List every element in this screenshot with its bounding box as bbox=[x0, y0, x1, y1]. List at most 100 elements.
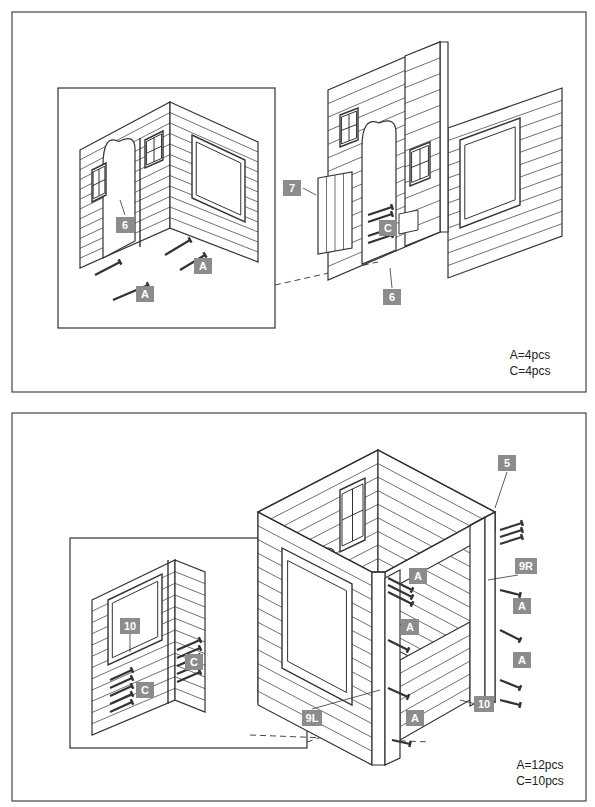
callout-number: 10 bbox=[120, 618, 140, 634]
corner-post bbox=[440, 42, 448, 232]
plank-line bbox=[258, 677, 372, 737]
post-9L bbox=[385, 570, 400, 765]
window-bar bbox=[93, 180, 105, 186]
leader-line bbox=[303, 188, 316, 195]
screw-head bbox=[519, 637, 522, 642]
quantity-note: A=12pcs bbox=[516, 758, 563, 773]
screw-head bbox=[521, 520, 523, 526]
plank-line bbox=[175, 618, 205, 630]
plank-line bbox=[378, 464, 495, 526]
window-frame bbox=[112, 581, 157, 657]
plank-line bbox=[92, 665, 175, 701]
screw-head bbox=[131, 699, 133, 704]
step-panel bbox=[12, 413, 586, 801]
screw bbox=[368, 235, 392, 243]
plank-line bbox=[343, 174, 344, 250]
window-bar bbox=[341, 125, 356, 131]
screw bbox=[500, 700, 520, 705]
window-frame bbox=[288, 561, 347, 693]
plank-line bbox=[335, 175, 336, 251]
wall-panel bbox=[448, 88, 562, 278]
corner-post bbox=[372, 572, 385, 765]
post-9R bbox=[470, 517, 485, 706]
screw-head bbox=[391, 211, 393, 217]
callout-number: A bbox=[409, 568, 427, 584]
wall-panel bbox=[400, 622, 470, 740]
screw-head bbox=[391, 204, 393, 210]
plank-line bbox=[175, 572, 205, 584]
screw bbox=[388, 640, 408, 650]
wall-panel bbox=[80, 102, 170, 268]
screw-head bbox=[521, 534, 523, 540]
door-opening bbox=[362, 121, 396, 264]
leader-line bbox=[312, 690, 380, 709]
screw bbox=[392, 740, 410, 744]
callout-number: A bbox=[513, 652, 531, 668]
screw bbox=[500, 523, 522, 530]
screw-head bbox=[409, 741, 410, 747]
screw bbox=[388, 592, 412, 604]
plank-line bbox=[175, 688, 205, 700]
callout-number: C bbox=[379, 220, 397, 236]
leader-line bbox=[130, 634, 131, 652]
window-frame bbox=[92, 163, 106, 202]
screw bbox=[500, 630, 520, 640]
screw-head bbox=[131, 691, 133, 696]
screw-head bbox=[119, 259, 122, 264]
plank-line bbox=[448, 224, 562, 266]
screw bbox=[388, 585, 412, 597]
screw-head bbox=[199, 637, 201, 643]
callout-number: 5 bbox=[498, 455, 516, 471]
callout-number: 10 bbox=[474, 696, 494, 712]
window-frame bbox=[460, 118, 520, 228]
window-frame bbox=[341, 111, 356, 144]
callout-number: A bbox=[194, 258, 212, 274]
window-frame bbox=[342, 484, 363, 546]
callout-number: 7 bbox=[283, 180, 301, 196]
post bbox=[167, 560, 168, 704]
window-frame bbox=[93, 166, 105, 199]
screw bbox=[500, 590, 520, 595]
plank-line bbox=[405, 74, 440, 88]
plank-line bbox=[175, 677, 205, 689]
wall-panel bbox=[92, 560, 175, 735]
screw-head bbox=[188, 237, 191, 242]
quantity-note: C=10pcs bbox=[516, 774, 564, 789]
top-frame bbox=[258, 450, 495, 572]
window-bar bbox=[412, 161, 429, 168]
window-frame bbox=[340, 478, 365, 552]
leader-line bbox=[390, 268, 392, 288]
post-edge bbox=[485, 512, 495, 702]
screw bbox=[500, 530, 522, 537]
leader-line bbox=[120, 200, 125, 215]
wall-panel bbox=[175, 560, 205, 712]
screw-head bbox=[411, 587, 414, 592]
plank-line bbox=[175, 630, 205, 642]
window-bar bbox=[146, 146, 161, 153]
plank-line bbox=[175, 583, 205, 595]
step-panel bbox=[12, 12, 586, 392]
wall-panel bbox=[170, 102, 258, 262]
callout-number: C bbox=[185, 654, 203, 670]
screw bbox=[165, 240, 190, 255]
window-frame bbox=[192, 135, 245, 222]
plank-line bbox=[175, 607, 205, 619]
callout-number: 6 bbox=[383, 289, 401, 305]
window-frame bbox=[108, 574, 162, 665]
screw bbox=[500, 680, 520, 688]
bracket bbox=[399, 210, 418, 234]
callout-number: C bbox=[136, 682, 154, 698]
window-frame bbox=[410, 142, 430, 186]
screw-head bbox=[203, 252, 206, 257]
screw-head bbox=[131, 667, 133, 672]
leader-line bbox=[495, 472, 507, 508]
window-frame bbox=[282, 548, 352, 705]
screw-head bbox=[407, 647, 410, 652]
window-frame bbox=[412, 146, 429, 183]
callout-number: 9L bbox=[302, 710, 323, 726]
plank-line bbox=[92, 677, 175, 713]
screw bbox=[388, 688, 408, 697]
screw bbox=[368, 207, 392, 215]
door-opening bbox=[103, 139, 135, 258]
